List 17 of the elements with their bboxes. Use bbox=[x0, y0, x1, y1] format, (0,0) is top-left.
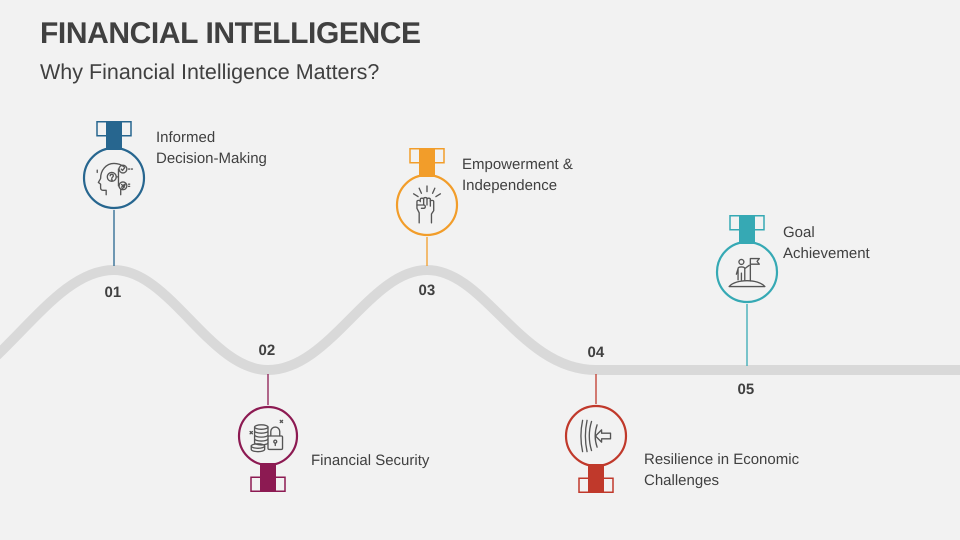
step-number: 02 bbox=[258, 342, 276, 360]
slide-subtitle: Why Financial Intelligence Matters? bbox=[40, 59, 380, 85]
leader-line bbox=[595, 374, 597, 404]
milestone-title: Empowerment & Independence bbox=[462, 155, 574, 196]
leader-line bbox=[113, 210, 115, 266]
milestone-title: Goal Achievement bbox=[783, 223, 871, 264]
step-number: 05 bbox=[738, 381, 754, 399]
step-number: 01 bbox=[104, 284, 122, 302]
leader-line bbox=[267, 374, 269, 405]
leader-line bbox=[426, 237, 428, 266]
leader-line bbox=[746, 304, 748, 366]
step-number: 03 bbox=[418, 282, 436, 300]
milestone-title: Informed Decision-Making bbox=[156, 128, 268, 169]
milestone-title: Financial Security bbox=[311, 451, 430, 471]
step-number: 04 bbox=[588, 344, 604, 362]
milestone-title: Resilience in Economic Challenges bbox=[644, 450, 800, 491]
slide-title: FINANCIAL INTELLIGENCE bbox=[40, 17, 421, 51]
